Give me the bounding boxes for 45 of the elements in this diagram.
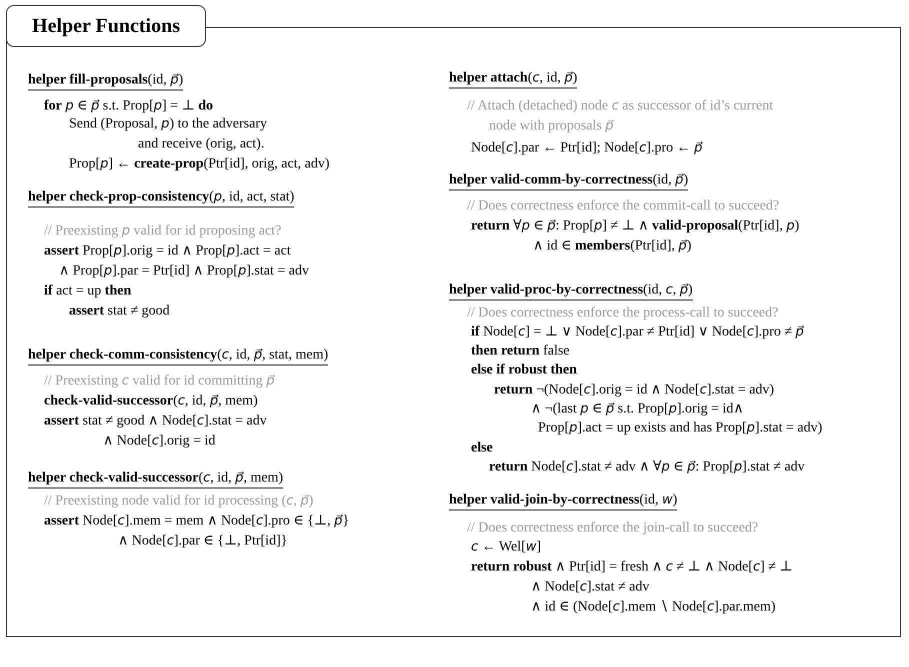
code-line: ∧ Prop[p].par = Ptr[id] ∧ Prop[p].stat = adv xyxy=(59,262,309,280)
code-comment: // Preexisting c valid for id committing p⃗ xyxy=(44,372,274,390)
code-line: for p ∈ p⃗ s.t. Prop[p] = ⊥ do xyxy=(44,98,214,114)
code-line: and receive (orig, act). xyxy=(138,136,264,152)
code-line: ∧ id ∈ members(Ptr[id], p⃗) xyxy=(533,238,692,254)
code-line: return ¬(Node[c].orig = id ∧ Node[c].stat = adv) xyxy=(494,382,774,398)
code-line: ∧ Node[c].par ∈ {⊥, Ptr[id]} xyxy=(118,532,288,550)
code-line: return robust ∧ Ptr[id] = fresh ∧ c ≠ ⊥ ∧ Node[c] ≠ ⊥ xyxy=(471,558,793,576)
code-line: then return false xyxy=(471,342,570,360)
code-line: ∧ Node[c].stat ≠ adv xyxy=(531,578,650,596)
code-line: Prop[p].act = up exists and has Prop[p].stat = adv) xyxy=(538,420,822,436)
code-line: assert stat ≠ good xyxy=(69,302,170,320)
code-line: return ∀p ∈ p⃗: Prop[p] ≠ ⊥ ∧ valid-proposal(Ptr[id], p) xyxy=(471,218,800,234)
code-line: assert Prop[p].orig = id ∧ Prop[p].act = act xyxy=(44,242,291,260)
function-signature: helper fill-proposals(id, p⃗) xyxy=(28,72,184,90)
code-line: return Node[c].stat ≠ adv ∧ ∀p ∈ p⃗: Prop[p].stat ≠ adv xyxy=(489,458,805,476)
code-line: ∧ Node[c].orig = id xyxy=(103,432,216,450)
code-line: assert Node[c].mem = mem ∧ Node[c].pro ∈ {⊥, p⃗} xyxy=(44,512,350,530)
code-comment: // Attach (detached) node c as successor of id’s current xyxy=(467,98,774,114)
function-signature: helper valid-join-by-correctness(id, w) xyxy=(449,492,678,510)
function-signature: helper attach(c, id, p⃗) xyxy=(449,70,578,88)
function-signature: helper check-valid-successor(c, id, p⃗, mem) xyxy=(28,470,284,488)
code-line: c ← Wel[w] xyxy=(471,538,542,556)
code-comment: // Does correctness enforce the process-call to succeed? xyxy=(467,304,778,322)
code-comment: // Does correctness enforce the commit-call to succeed? xyxy=(467,198,780,214)
code-comment: // Preexisting p valid for id proposing act? xyxy=(44,222,282,240)
code-line: Node[c].par ← Ptr[id]; Node[c].pro ← p⃗ xyxy=(471,140,702,156)
code-line: assert stat ≠ good ∧ Node[c].stat = adv xyxy=(44,412,267,430)
code-comment: // Preexisting node valid for id processing (c, p⃗) xyxy=(44,492,314,510)
function-signature: helper check-comm-consistency(c, id, p⃗, stat, mem) xyxy=(28,346,328,366)
code-line: Send (Proposal, p) to the adversary xyxy=(69,116,268,132)
code-line: Prop[p] ← create-prop(Ptr[id], orig, act, adv) xyxy=(69,156,330,172)
code-line: else xyxy=(471,440,493,456)
code-line: if act = up then xyxy=(44,282,132,300)
code-line: else if robust then xyxy=(471,362,577,378)
code-line: if Node[c] = ⊥ ∨ Node[c].par ≠ Ptr[id] ∨ Node[c].pro ≠ p⃗ xyxy=(471,324,804,340)
code-line: check-valid-successor(c, id, p⃗, mem) xyxy=(44,392,258,410)
title-heading: Helper Functions xyxy=(6,5,206,47)
code-comment: // Does correctness enforce the join-call to succeed? xyxy=(467,520,758,536)
code-line: ∧ ¬(last p ∈ p⃗ s.t. Prop[p].orig = id∧ xyxy=(531,400,744,418)
function-signature: helper check-prop-consistency(p, id, act, stat) xyxy=(28,188,294,208)
function-signature: helper valid-comm-by-correctness(id, p⃗) xyxy=(449,172,688,190)
code-line: ∧ id ∈ (Node[c].mem ∖ Node[c].par.mem) xyxy=(531,598,776,616)
code-comment: node with proposals p⃗ xyxy=(489,118,614,134)
function-signature: helper valid-proc-by-correctness(id, c, p⃗) xyxy=(449,282,693,300)
